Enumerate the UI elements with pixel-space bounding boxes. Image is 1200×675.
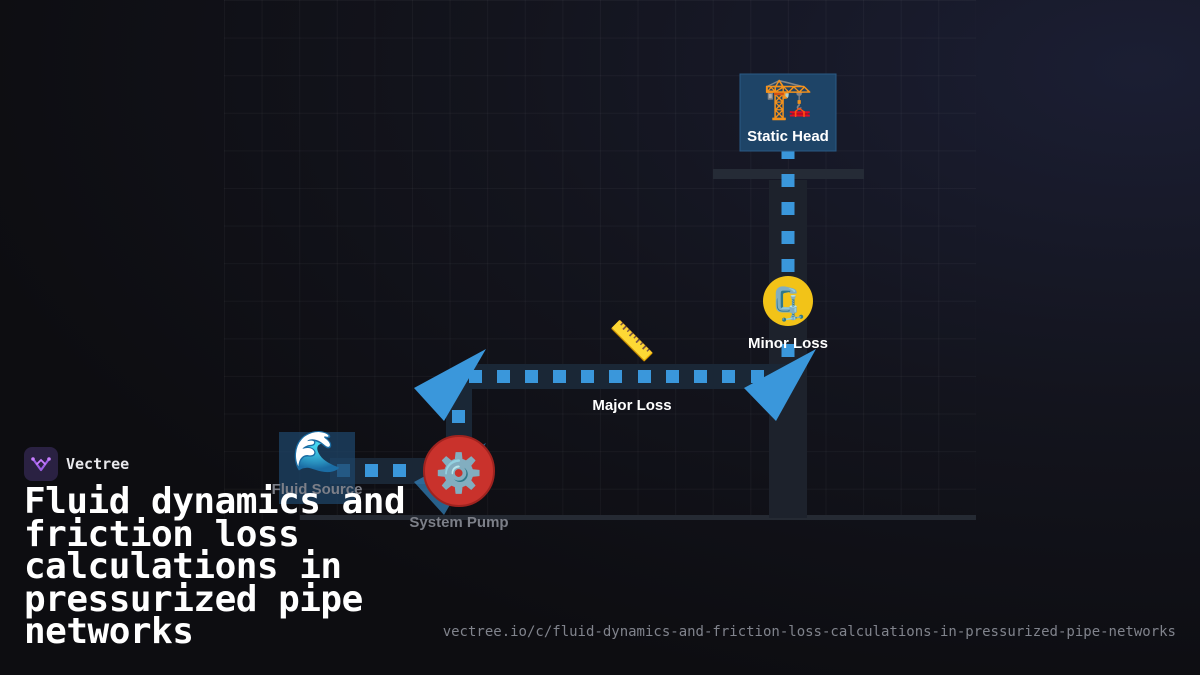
ground-line — [300, 515, 976, 520]
fluid-source-label: Fluid Source — [272, 481, 363, 498]
system-pump-label: System Pump — [409, 514, 508, 531]
brand: Vectree — [24, 447, 129, 481]
construction-crane-icon: 🏗️ — [763, 77, 813, 121]
flow-arrow-right — [744, 349, 816, 421]
flow-arrow-left — [414, 349, 486, 421]
flow-particles-main — [469, 370, 764, 383]
ruler-icon: 📏 — [608, 319, 655, 363]
brand-name: Vectree — [66, 455, 130, 473]
gear-icon: ⚙️ — [435, 451, 482, 495]
water-wave-icon: 🌊 — [292, 428, 342, 474]
clamp-icon: 🗜️ — [768, 286, 808, 322]
flow-particles-connector — [452, 410, 465, 423]
vectree-logo-icon — [24, 447, 58, 481]
fluid-source-box — [279, 432, 355, 504]
page-title: Fluid dynamics and friction loss calcula… — [24, 481, 406, 652]
minor-loss-badge — [763, 276, 813, 326]
system-pump-badge — [423, 435, 495, 507]
static-head-box — [739, 73, 837, 152]
static-head-label: Static Head — [747, 128, 829, 145]
source-url[interactable]: vectree.io/c/fluid-dynamics-and-friction… — [442, 624, 1176, 640]
minor-loss-label: Minor Loss — [748, 335, 828, 352]
major-loss-label: Major Loss — [592, 397, 671, 414]
